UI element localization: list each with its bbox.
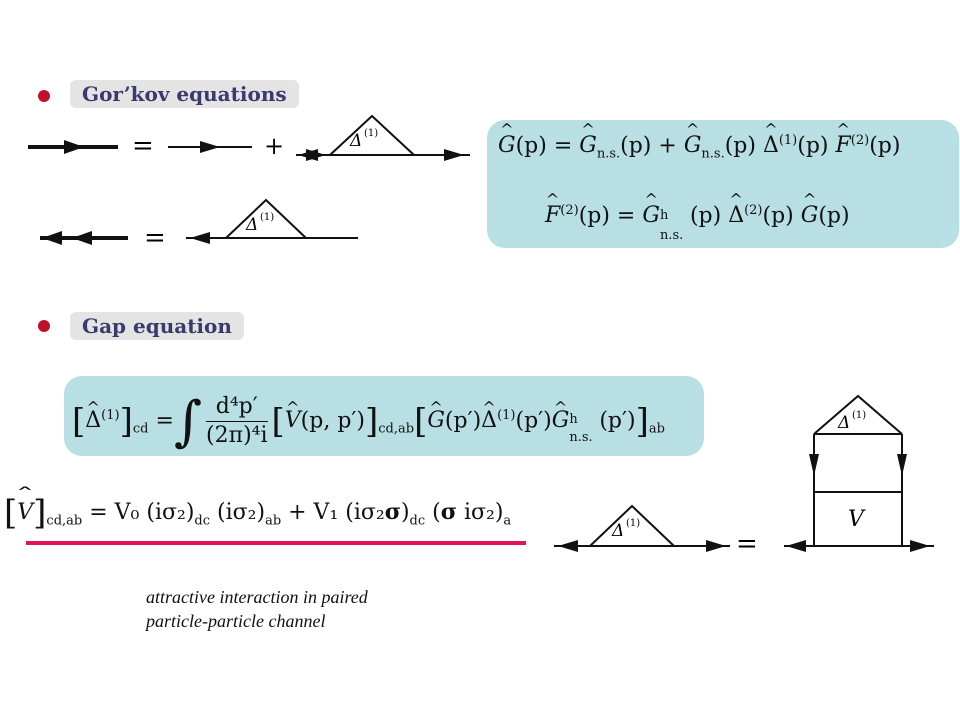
note-line-2: particle-particle channel	[146, 611, 326, 631]
free-propagator	[168, 141, 252, 153]
plus-sign: +	[264, 132, 284, 160]
svg-text:(1): (1)	[852, 410, 866, 421]
interaction-note: attractive interaction in paired particl…	[146, 585, 368, 633]
anomalous-propagator	[40, 231, 128, 245]
gap-equation: [Δ(1)]cd =∫d⁴p′(2π)⁴i[V(p, p′)]cd,ab[G(p…	[72, 380, 665, 466]
self-energy-diagram-2: Δ (1)	[186, 198, 358, 244]
gap-equation-panel	[64, 376, 704, 456]
ladder-diagram: Δ (1) V	[784, 394, 934, 552]
svg-text:Δ: Δ	[349, 131, 362, 151]
heading-gap-equation: Gap equation	[70, 312, 244, 340]
gorkov-equations-panel	[487, 120, 959, 248]
self-energy-diagram-1: Δ (1)	[296, 114, 470, 161]
bullet-gap	[38, 320, 50, 332]
gorkov-equation-2: F(2)(p) = Ghn.s.(p) Δ(2)(p) G(p)	[545, 203, 850, 243]
interaction-equation: [V]cd,ab = V₀ (iσ₂)dc (iσ₂)ab + V₁ (iσ₂σ…	[4, 490, 511, 543]
full-propagator	[28, 140, 118, 154]
gap-diagram: Δ (1) = Δ (1) V	[554, 394, 934, 559]
underline-rule	[26, 541, 526, 545]
svg-text:(1): (1)	[260, 212, 274, 223]
svg-text:Δ: Δ	[245, 215, 258, 235]
equals-sign-1: =	[132, 131, 154, 161]
svg-text:V: V	[848, 507, 866, 532]
gorkov-diagrams: = + Δ (1) = Δ (1)	[28, 114, 470, 253]
svg-text:Δ: Δ	[611, 521, 624, 541]
svg-text:(1): (1)	[364, 128, 378, 139]
svg-text:(1): (1)	[626, 518, 640, 529]
gorkov-equation-1: G(p) = Gn.s.(p) + Gn.s.(p) Δ(1)(p) F(2)(…	[498, 133, 900, 162]
self-energy-diagram-3: Δ (1)	[554, 504, 730, 552]
note-line-1: attractive interaction in paired	[146, 587, 368, 607]
equals-sign-2: =	[144, 223, 166, 253]
heading-gorkov-equations: Gor’kov equations	[70, 80, 299, 108]
svg-text:Δ: Δ	[837, 413, 850, 433]
equals-sign-3: =	[736, 529, 758, 559]
bullet-gorkov	[38, 90, 50, 102]
